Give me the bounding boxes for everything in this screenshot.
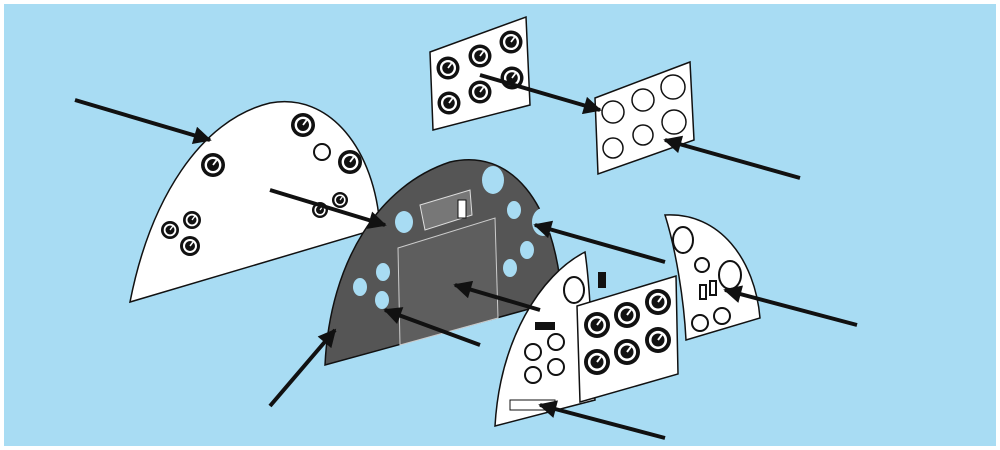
gauge-icon — [467, 43, 493, 69]
pointer-arrows — [74, 73, 858, 440]
arrow-icon — [453, 280, 541, 312]
arrow-icon — [663, 135, 801, 180]
gauge-icon — [644, 326, 672, 354]
gauge-icon — [436, 90, 462, 116]
gauge-icon — [331, 191, 349, 209]
gauge-icon — [290, 112, 316, 138]
arrow-icon — [74, 98, 212, 145]
gauge-icon — [644, 288, 672, 316]
gauge-icon — [200, 152, 226, 178]
arrow-icon — [383, 307, 481, 347]
gauge-icon — [179, 235, 201, 257]
gauge-icon — [313, 143, 331, 161]
gauge-icon — [160, 220, 180, 240]
exploded-instrument-panel-diagram — [4, 4, 996, 446]
main-panel-front-white — [129, 100, 381, 304]
top-gauge-plate — [429, 15, 531, 131]
diagram-canvas — [4, 4, 996, 446]
gauge-icon — [613, 301, 641, 329]
gauge-icon — [337, 149, 363, 175]
arrow-icon — [269, 188, 387, 229]
gauge-icon — [498, 29, 524, 55]
arrow-icon — [723, 285, 858, 327]
right-side-panel — [663, 214, 761, 341]
gauge-icon — [467, 79, 493, 105]
gauge-icon — [583, 311, 611, 339]
gauge-icon — [435, 55, 461, 81]
gauge-icon — [583, 348, 611, 376]
lower-gauge-plate — [576, 274, 679, 403]
arrow-icon — [538, 400, 666, 440]
arrow-icon — [533, 220, 666, 264]
arrow-icon — [479, 73, 602, 115]
gauge-icon — [613, 338, 641, 366]
arrow-icon — [268, 328, 337, 408]
gauge-icon — [182, 210, 202, 230]
